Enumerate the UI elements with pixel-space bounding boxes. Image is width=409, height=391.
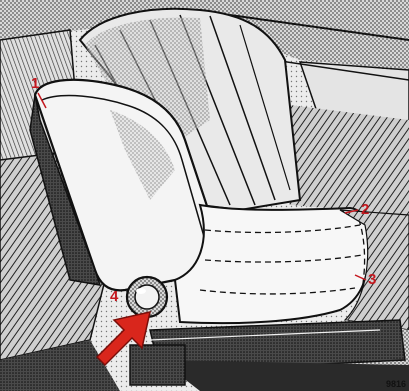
- callout-2: 2: [361, 202, 369, 217]
- callout-1: 1: [31, 76, 39, 91]
- figure-reference-number: 9816: [386, 380, 406, 389]
- backrest-knob: [127, 277, 167, 317]
- callout-3: 3: [368, 272, 376, 287]
- seat-rail: [130, 320, 409, 391]
- callout-4: 4: [110, 289, 118, 304]
- seat-cushion: [175, 205, 370, 323]
